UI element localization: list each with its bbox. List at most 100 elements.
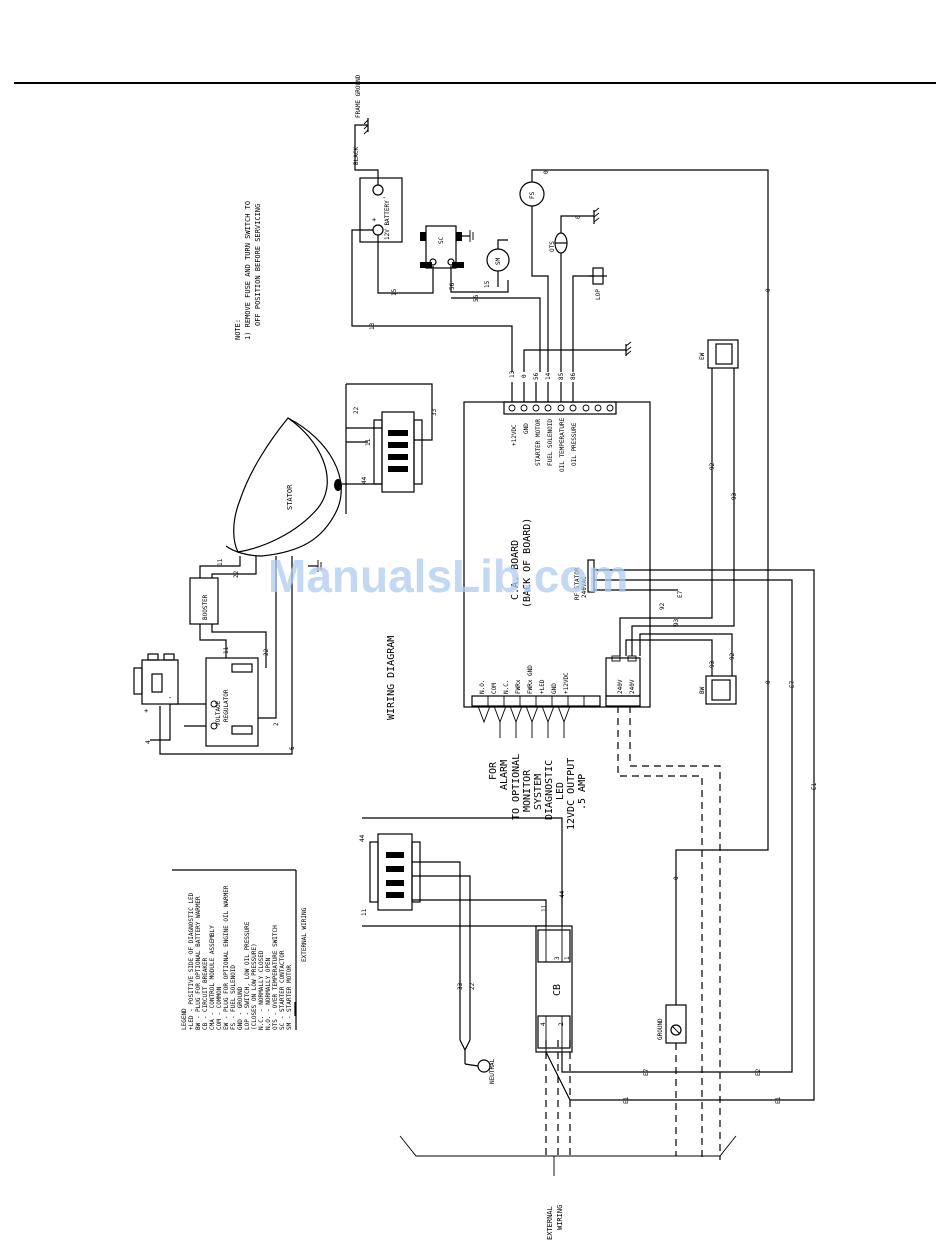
stator-wire-33: 33 (431, 408, 438, 416)
legend-entry: (CLOSES ON LOW PRESSURE) (251, 943, 258, 1030)
out-for: FOR (488, 761, 499, 780)
vr-label-2: REGULATOR (223, 689, 230, 722)
legend-entry: N.C. - NORMALLY CLOSED (258, 950, 265, 1030)
wire-15-label: 15 (391, 288, 398, 296)
board-term-starter: STARTER MOTOR (535, 419, 542, 466)
wire-56-label: 56 (449, 282, 456, 290)
reg-wire-22: 22 (263, 648, 270, 656)
term-56: 56 (533, 372, 540, 380)
wire-56b-label: 56 (473, 294, 480, 302)
neutral-label: NEUTRAL (489, 1058, 496, 1084)
legend-external-wiring: EXTERNAL WIRING (301, 907, 308, 962)
battery-plus: + (372, 216, 376, 224)
board-subtitle: (BACK OF BOARD) (522, 518, 533, 608)
board-term-fwrx-gnd: FWRx GND (527, 665, 534, 694)
cb-wire-44: 44 (559, 890, 566, 898)
board-term-12vdc: +12VDC (511, 424, 518, 446)
cb-label: CB (552, 984, 563, 996)
circuit-breaker: 3 1 4 2 CB (535, 925, 573, 1053)
legend-entry: CB - CIRCUIT BREAKER (202, 957, 209, 1030)
watermark: ManualsLib.com (268, 550, 628, 602)
booster-wire-11: 11 (217, 558, 224, 566)
out-amp: .5 AMP (577, 774, 588, 810)
rf-240vac-label: 240VAC (581, 576, 588, 598)
board-ground-icon (625, 341, 632, 356)
board-240v-2: 240V (629, 679, 636, 694)
wire-e1b-label: E1 (775, 1096, 782, 1104)
legend-entry: LOP - SWITCH, LOW OIL PRESSURE (244, 921, 251, 1030)
starter-contactor: SC (420, 225, 464, 269)
out-system: SYSTEM (533, 774, 544, 810)
wire-e2-label: E2 (755, 1068, 762, 1076)
cb-terminal-1: 1 (564, 956, 571, 960)
legend-entry: OTS - OVER TEMPERATURE SWITCH (272, 925, 279, 1030)
low-oil-pressure-switch: LOP (589, 267, 607, 300)
board-240v-1: 240V (617, 679, 624, 694)
legend-entry: COM - COMMON (216, 986, 223, 1030)
neutral-icon (464, 1059, 491, 1073)
diagram-title: WIRING DIAGRAM (386, 636, 397, 720)
ots-ground-icon (593, 207, 600, 224)
cb-terminal-2: 2 (558, 1022, 565, 1026)
board-term-nc: N.C. (503, 680, 510, 694)
board-term-fuel: FUEL SOLENOID (547, 419, 554, 466)
lop-label: LOP (595, 289, 602, 300)
booster-label: BOOSTER (202, 594, 209, 620)
low-wire-11: 11 (361, 908, 368, 916)
note: NOTE: 1) REMOVE FUSE AND TURN SWITCH TO … (234, 201, 262, 340)
output-brackets (477, 705, 571, 738)
board-term-fwrx: FWRx (515, 679, 522, 694)
legend: LEGEND+LED - POSITIVE SIDE OF DIAGNOSTIC… (172, 869, 308, 1030)
note-line1: NOTE: (234, 319, 242, 340)
wire-0-fs-label: 0 (543, 170, 550, 174)
legend-entry: GND - GROUND (237, 986, 244, 1030)
external-wiring-1: EXTERNAL (546, 1206, 554, 1240)
reg-wire-11: 11 (223, 646, 230, 654)
ots-label: OTS (549, 241, 556, 252)
wire-0-ots-label: 0 (575, 215, 582, 219)
charge-plus: + (144, 707, 148, 715)
stator-ground-icon (308, 560, 322, 572)
stator-wire-11: 11 (365, 438, 372, 446)
ew-label: EW (699, 352, 706, 360)
ew-wire-92: 92 (709, 462, 716, 470)
wire-e1-label: E1 (811, 782, 818, 790)
out-led: LED (555, 782, 566, 800)
stator: STATOR (225, 417, 342, 557)
bw-wire-93: 93 (709, 660, 716, 668)
low-wire-44: 44 (359, 834, 366, 842)
black-label: BLACK (353, 147, 360, 165)
rf-stator-label: RF STATOR (574, 567, 581, 600)
legend-entry: BW - PLUG FOR OPTIONAL BATTERY WARMER (195, 896, 202, 1030)
board-term-no: N.O. (479, 680, 486, 694)
wire-4-label: 4 (145, 740, 152, 744)
rf-e7: E7 (677, 590, 684, 598)
frame-ground-icon (363, 118, 369, 135)
booster-wire-22: 22 (233, 570, 240, 578)
sc-ground-icon (462, 230, 474, 242)
board-term-oil-temp: OIL TEMPERATURE (559, 417, 566, 472)
board-title: C.A. BOARD (510, 540, 521, 600)
cb-e1: E1 (623, 1096, 630, 1104)
fuel-solenoid: FS (519, 181, 545, 207)
voltage-regulator: VOLTAGE REGULATOR (205, 657, 259, 747)
legend-entry: EW - PLUG FOR OPTIONAL ENGINE OIL WARMER (223, 885, 230, 1030)
control-board: +12VDC GND STARTER MOTOR FUEL SOLENOID O… (463, 401, 651, 708)
wire-0-right-label: 0 (765, 680, 772, 684)
booster: BOOSTER (189, 577, 219, 625)
charge-minus: - (168, 694, 172, 702)
board-term-oil-pressure: OIL PRESSURE (571, 422, 578, 466)
wire-6-label: 6 (289, 746, 296, 750)
legend-entry: +LED - POSITIVE SIDE OF DIAGNOSTIC LED (188, 892, 195, 1030)
cb-wire-11: 11 (541, 904, 548, 912)
stator-label: STATOR (286, 484, 294, 510)
legend-title: LEGEND (181, 1008, 188, 1030)
sm-label: SM (495, 257, 502, 265)
wire-16-label: 15 (484, 280, 491, 288)
charging-module: + - (133, 653, 179, 715)
board-term-gnd2: GND (551, 683, 558, 694)
ground-lug: GROUND (657, 1004, 687, 1044)
bw-wire-92: 92 (729, 652, 736, 660)
external-wiring-2: WIRING (556, 1205, 564, 1230)
